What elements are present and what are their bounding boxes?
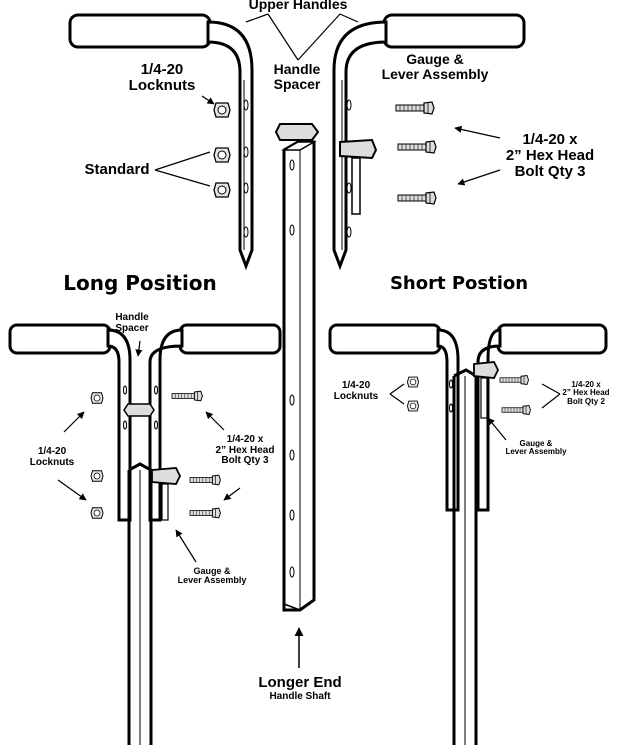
handle-spacer-long-label: Handle Spacer (102, 312, 162, 334)
bolts-top-label: 1/4-20 x 2” Hex Head Bolt Qty 3 (490, 132, 610, 179)
gauge-lever-long-label: Gauge & Lever Assembly (162, 566, 262, 586)
locknuts-short-label: 1/4-20 Locknuts (326, 380, 386, 402)
long-position-assembly (8, 323, 282, 745)
upper-handles-label: Upper Handles (248, 0, 348, 12)
bolts-top-line2: 2” Hex Head (505, 146, 595, 164)
gauge-lever-top-label: Gauge & Lever Assembly (360, 52, 510, 81)
bolts-long-line3: Bolt Qty 3 (221, 455, 269, 466)
bolts-short-line3: Bolt Qty 2 (567, 396, 605, 406)
handle-shaft-label: Handle Shaft (269, 691, 331, 702)
gauge-lever-top-line1: Gauge & (406, 51, 464, 67)
handle-shaft (281, 140, 317, 612)
gauge-lever-top (339, 138, 378, 215)
handle-spacer-long-line2: Spacer (115, 322, 149, 334)
gauge-lever-short-line1: Gauge & (519, 439, 553, 448)
bolts-long-label: 1/4-20 x 2” Hex Head Bolt Qty 3 (205, 434, 285, 467)
longer-end-label: Longer End (258, 674, 342, 691)
locknuts-short-line1: 1/4-20 (341, 380, 371, 391)
locknuts-top-label: 1/4-20 Locknuts (112, 62, 212, 94)
long-position-heading: Long Position (63, 271, 217, 295)
bolts-top-line3: Bolt Qty 3 (514, 162, 586, 180)
handle-spacer-top-line2: Spacer (273, 75, 321, 92)
gauge-lever-long-line2: Lever Assembly (177, 575, 247, 586)
upper-handle-left (68, 13, 254, 271)
locknuts-top-line1: 1/4-20 (140, 61, 184, 78)
bolts-short-line2: 2” Hex Head (562, 388, 610, 398)
bolts-short-line1: 1/4-20 x (571, 380, 601, 389)
locknuts-long-label: 1/4-20 Locknuts (22, 446, 82, 468)
gauge-lever-top-line2: Lever Assembly (381, 65, 489, 82)
locknuts-short-line2: Locknuts (333, 390, 379, 402)
locknuts-long-line1: 1/4-20 (37, 446, 67, 457)
short-position-assembly (328, 323, 608, 745)
handle-spacer-top-line1: Handle (273, 61, 321, 77)
gauge-lever-long-line1: Gauge & (193, 566, 231, 576)
bolts-top-line1: 1/4-20 x (522, 131, 578, 148)
handle-spacer-top (274, 123, 320, 141)
locknuts-top-line2: Locknuts (128, 76, 196, 94)
short-position-heading: Short Postion (389, 273, 529, 294)
standard-label: Standard (84, 161, 150, 178)
gauge-lever-short-line2: Lever Assembly (505, 447, 567, 457)
gauge-lever-short-label: Gauge & Lever Assembly (486, 439, 586, 457)
bolts-long-line1: 1/4-20 x (226, 434, 264, 445)
handle-spacer-long-line1: Handle (115, 312, 149, 323)
locknuts-long-line2: Locknuts (29, 456, 75, 468)
bolts-long-line2: 2” Hex Head (215, 444, 275, 456)
bolts-short-label: 1/4-20 x 2” Hex Head Bolt Qty 2 (556, 380, 616, 406)
handle-spacer-top-label: Handle Spacer (262, 62, 332, 91)
